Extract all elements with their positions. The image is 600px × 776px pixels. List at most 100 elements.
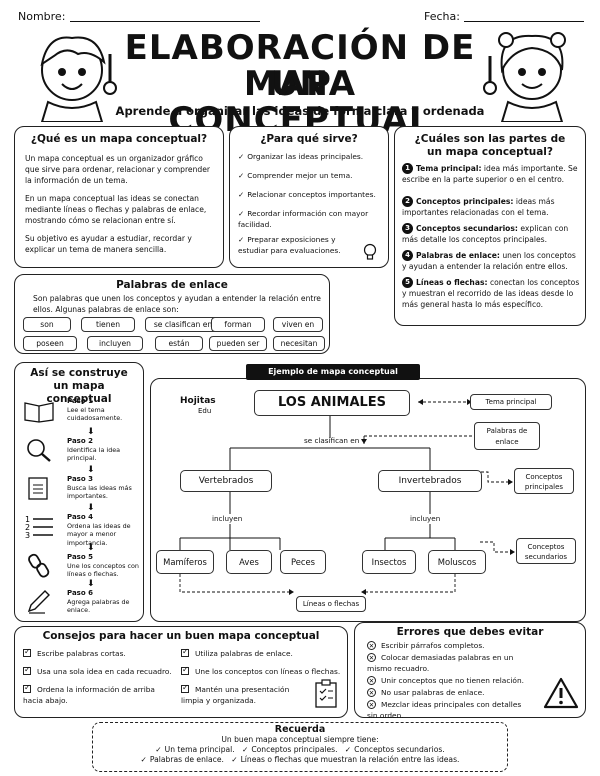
consejo-item: Mantén una presentación limpia y organiz…: [181, 683, 311, 706]
x-circle-icon: ✕: [367, 676, 376, 685]
enlace-text: Son palabras que unen los conceptos y ay…: [33, 294, 321, 314]
date-label: Fecha:: [424, 10, 460, 23]
map-link-label: incluyen: [410, 514, 441, 523]
tag-conceptos-principales: Conceptos principales: [514, 468, 574, 494]
consejo-item: Usa una sola idea en cada recuadro.: [23, 665, 177, 678]
concept-map-lines: [179, 399, 515, 595]
map-leaf-moluscos: Moluscos: [428, 550, 486, 574]
construye-box: Así se construye un mapa conceptual Paso…: [14, 362, 144, 622]
lightbulb-icon: [363, 243, 377, 260]
enlace-chip: se clasifican en: [145, 317, 221, 332]
para-que-box: ¿Para qué sirve? ✓Organizar las ideas pr…: [229, 126, 389, 268]
boy-illustration: [40, 36, 117, 122]
svg-text:2: 2: [25, 523, 30, 532]
page-title-line1: ELABORACIÓN DE UN: [124, 28, 476, 104]
logo-main: Hojitas: [180, 396, 216, 406]
ejemplo-box: [150, 378, 586, 622]
enlace-chip: forman: [211, 317, 265, 332]
consejo-item: Utiliza palabras de enlace.: [181, 647, 341, 660]
date-line[interactable]: [464, 21, 584, 22]
enlace-chip: poseen: [23, 336, 77, 351]
checkbox-icon: [181, 647, 189, 658]
para-que-title: ¿Para qué sirve?: [260, 133, 358, 145]
errores-box: Errores que debes evitar ✕Escribir párra…: [354, 622, 586, 720]
para-que-item: ✓Recordar información con mayor facilida…: [238, 209, 369, 229]
checkbox-icon: [23, 665, 31, 676]
que-es-p2: En un mapa conceptual las ideas se conec…: [25, 194, 207, 225]
enlace-title: Palabras de enlace: [116, 279, 228, 291]
x-circle-icon: ✕: [367, 653, 376, 662]
recuerda-line1: Un buen mapa conceptual siempre tiene:: [221, 735, 379, 744]
recuerda-title: Recuerda: [274, 724, 326, 735]
recuerda-line3: ✓Palabras de enlace. ✓Líneas o flechas q…: [140, 755, 460, 764]
map-link-label: incluyen: [212, 514, 243, 523]
tag-conceptos-secundarios: Conceptos secundarios: [516, 538, 576, 564]
girl-illustration: [483, 32, 566, 122]
clipboard-icon: [315, 679, 337, 708]
tag-palabras-enlace: Palabras de enlace: [474, 422, 540, 450]
consejo-item: Ordena la información de arriba hacia ab…: [23, 683, 173, 706]
enlace-chip: pueden ser: [209, 336, 267, 351]
consejo-item: Une los conceptos con líneas o flechas.: [181, 665, 341, 678]
arrow-down-icon: ⬇: [87, 503, 95, 513]
error-item: ✕Escribir párrafos completos.: [367, 641, 485, 650]
que-es-p1: Un mapa conceptual es un organizador grá…: [25, 154, 211, 185]
recuerda-line2: ✓Un tema principal. ✓Conceptos principal…: [155, 745, 445, 754]
checkbox-icon: [23, 647, 31, 658]
x-circle-icon: ✕: [367, 700, 376, 709]
consejo-item: Escribe palabras cortas.: [23, 647, 177, 660]
checkbox-icon: [23, 683, 31, 694]
magnifier-icon: [27, 439, 51, 462]
enlace-box: Palabras de enlace Son palabras que unen…: [14, 274, 330, 354]
construye-title: Así se construye un mapa conceptual: [30, 367, 128, 405]
error-item: ✕Unir conceptos que no tienen relación.: [367, 676, 524, 685]
enlace-chip: necesitan: [273, 336, 325, 351]
logo-sub: Edu: [198, 407, 212, 415]
que-es-box: ¿Qué es un mapa conceptual? Un mapa conc…: [14, 126, 224, 268]
checkbox-icon: [181, 665, 189, 676]
consejos-title: Consejos para hacer un buen mapa concept…: [42, 630, 320, 642]
map-leaf-peces: Peces: [280, 550, 326, 574]
name-label: Nombre:: [18, 10, 66, 23]
arrow-down-icon: ⬇: [87, 465, 95, 475]
que-es-p3: Su objetivo es ayudar a estudiar, record…: [25, 234, 192, 254]
partes-title: ¿Cuáles son las partes de un mapa concep…: [414, 133, 566, 158]
errores-title: Errores que debes evitar: [396, 626, 544, 638]
map-concept-invertebrados: Invertebrados: [378, 470, 482, 492]
x-circle-icon: ✕: [367, 688, 376, 697]
map-leaf-mamiferos: Mamíferos: [156, 550, 214, 574]
consejos-box: Consejos para hacer un buen mapa concept…: [14, 626, 348, 718]
list-icon: 1 2 3: [25, 515, 53, 540]
checkbox-icon: [181, 683, 189, 694]
map-leaf-insectos: Insectos: [362, 550, 416, 574]
que-es-title: ¿Qué es un mapa conceptual?: [30, 133, 208, 145]
enlace-chip: viven en: [273, 317, 323, 332]
x-circle-icon: ✕: [367, 641, 376, 650]
para-que-item: ✓Relacionar conceptos importantes.: [238, 190, 376, 199]
enlace-chip: incluyen: [87, 336, 143, 351]
arrow-down-icon: ⬇: [87, 543, 95, 553]
arrow-down-icon: ⬇: [87, 427, 95, 437]
partes-box: ¿Cuáles son las partes de un mapa concep…: [394, 126, 586, 326]
error-item: ✕Colocar demasiadas palabras en un mismo…: [367, 653, 514, 673]
name-line[interactable]: [70, 21, 260, 22]
map-concept-vertebrados: Vertebrados: [180, 470, 272, 492]
error-item: ✕No usar palabras de enlace.: [367, 688, 485, 697]
enlace-chip: están: [155, 336, 203, 351]
map-leaf-aves: Aves: [226, 550, 272, 574]
chain-icon: [28, 553, 50, 578]
para-que-item: ✓Preparar exposiciones y estudiar para e…: [238, 235, 341, 255]
tag-lineas: Líneas o flechas: [296, 596, 366, 612]
enlace-chip: tienen: [81, 317, 135, 332]
book-icon: [24, 402, 54, 423]
error-item: ✕Mezclar ideas principales con detalles …: [367, 700, 522, 720]
tag-tema-principal: Tema principal: [470, 394, 552, 410]
